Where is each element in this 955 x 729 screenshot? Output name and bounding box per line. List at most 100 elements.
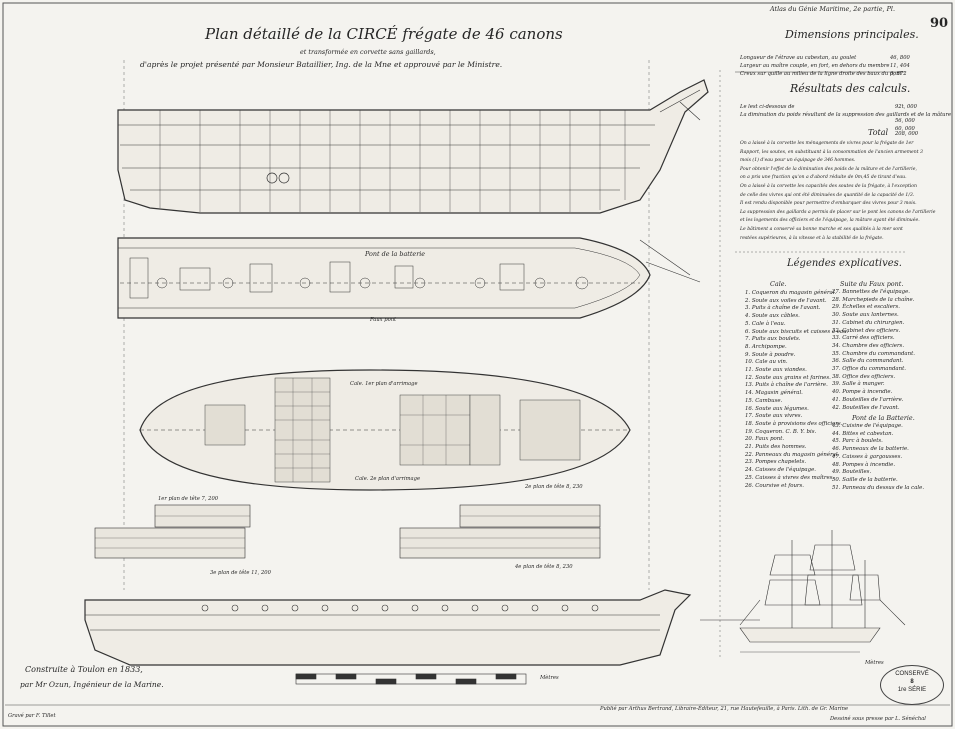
legend-item: 46. Panneaux de la batterie. [832,446,909,453]
dimension-value: 46, 800 [890,55,910,61]
battery-deck-plan [117,237,701,319]
results-note-line: Le bâtiment a conservé sa bonne marche e… [740,226,903,232]
legend-item: 40. Pompe à incendie. [832,389,893,396]
sail-plan [700,530,906,653]
legend-item: 16. Soute aux légumes. [745,405,809,412]
legend-item: 2. Soute aux voiles de l'avant. [745,297,827,304]
results-note-line: on a pris une fraction qu'on a d'abord r… [740,175,907,181]
dimension-value: 6, 872 [890,71,907,77]
results-note-line: On a laissé à la corvette les ménagement… [740,141,914,146]
dimensions-heading: Dimensions principales. [785,28,919,41]
total-label: Total [868,128,889,137]
total-value: 208, 000 [895,131,919,137]
label-section-1: 1er plan de tête 7, 200 [158,496,219,502]
legend-faux-pont-heading: Suite du Faux pont. [840,280,904,288]
library-stamp: CONSERVÉ 8 1re SÉRIE [880,665,944,705]
result-value: 92t, 000 [895,104,917,110]
legend-item: 14. Magasin général. [745,390,803,397]
plate-subtitle: et transformée en corvette sans gaillard… [300,48,436,56]
engraver-credit: Gravé par F. Tillet [8,713,56,719]
legend-item: 27. Bannettes de l'équipage. [832,289,911,295]
sail-scale-label: Mètres [865,660,884,666]
plate-subtitle-2: d'après le projet présenté par Monsieur … [140,60,503,69]
legend-batterie-list: 43. Cuisine de l'équipage.44. Bittes et … [832,423,924,492]
legend-item: 38. Office des officiers. [832,373,896,380]
result-label: La diminution du poids résultant de la s… [740,112,952,118]
legend-item: 4. Soute aux câbles. [745,313,800,320]
legend-item: 8. Archipompe. [745,343,787,350]
legend-cale-list: 1. Coqueron du magasin général.2. Soute … [745,290,848,490]
label-section-2: 2e plan de tête 8, 230 [525,484,583,490]
legend-item: 13. Puits à chaîne de l'arrière. [745,382,828,389]
legend-item: 36. Salle du commandant. [832,358,904,365]
dimension-label: Creux sur quille au milieu de la ligne d… [740,71,902,77]
legend-item: 30. Soute aux lanternes. [832,312,899,319]
longitudinal-section [117,79,709,214]
legend-item: 35. Chambre du commandant. [832,350,915,357]
legend-item: 47. Caisses à gargousses. [832,453,903,460]
results-note-line: mois (1) d'eau pour un équipage de 346 h… [740,158,856,164]
legend-item: 15. Cambuse. [745,397,783,404]
results-note-line: de celle des vivres qui ont été diminuée… [740,192,915,198]
legend-item: 32. Cabinet des officiers. [832,327,901,334]
label-batterie-deck: Pont de la batterie [365,250,426,258]
legend-item: 26. Coursive et fours. [745,482,804,489]
result-value: 56, 000 [895,118,915,124]
results-note-line: La suppression des gaillards a permis de… [740,209,936,215]
legend-item: 12. Soute aux grains et farines. [745,374,831,381]
result-label: Le lest ci-dessous de [740,104,795,110]
legend-item: 5. Cale à l'eau. [745,320,786,327]
dimension-label: Longueur de l'étrave au cabestan, au gou… [740,55,857,61]
results-note-line: et les logements des officiers et de l'é… [740,218,920,224]
label-section-4: 4e plan de tête 8, 230 [515,564,573,570]
legend-item: 20. Faux pont. [745,436,785,443]
legend-item: 49. Bouteilles. [832,469,872,476]
legend-item: 51. Panneau du dessus de la cale. [832,484,925,491]
legend-item: 50. Saille de la batterie. [832,476,898,483]
label-faux-pont: Faux pont [370,317,397,323]
legend-item: 3. Puits à chaîne de l'avant. [745,305,821,312]
legend-item: 18. Soute à provisions des officiers. [745,420,843,427]
legend-item: 48. Pompes à incendie. [832,461,896,468]
legend-item: 1. Coqueron du magasin général. [745,290,837,296]
legend-item: 9. Soute à poudre. [745,351,796,358]
label-cale-lower: Cale. 2e plan d'arrimage [355,476,421,482]
results-heading: Résultats des calculs. [790,82,911,95]
legend-batterie-heading: Pont de la Batterie. [852,414,915,422]
legend-item: 33. Carré des officiers. [832,335,895,342]
legend-item: 44. Bittes et cabestan. [832,430,894,437]
legend-item: 42. Bouteilles de l'avant. [832,404,900,411]
legend-item: 45. Parc à boulets. [832,438,883,445]
hold-plan [139,369,631,491]
results-note-line: restées supérieures, à la vitesse et à l… [740,235,884,241]
stamp-line-3: 1re SÉRIE [897,687,927,693]
legend-item: 37. Office du commandant. [832,366,906,373]
legend-faux-pont-list: 27. Bannettes de l'équipage.28. Marchepi… [832,289,915,412]
legend-item: 19. Coqueron. C. B. Y. bis. [745,428,817,435]
publisher-credit: Publié par Arthus Bertrand, Libraire-Édi… [600,706,849,712]
legend-item: 22. Panneaux du magasin général. [745,451,840,458]
atlas-reference: Atlas du Génie Maritime, 2e partie, Pl. [770,5,895,13]
stamp-line-1: CONSERVÉ [895,671,929,677]
legend-item: 25. Caisses à vivres des maîtres. [745,474,835,481]
construction-author: par Mr Ozun, Ingénieur de la Marine. [20,680,164,689]
plate-number: 90 [930,16,949,31]
legend-item: 23. Pompes chapelets. [745,459,807,466]
legend-item: 24. Caisses de l'équipage. [745,467,816,474]
plate-title: Plan détaillé de la CIRCÉ frégate de 46 … [205,25,563,43]
legend-item: 10. Cale au vin. [745,359,788,366]
label-cale-upper: Cale. 1er plan d'arrimage [350,381,418,387]
legend-item: 17. Soute aux vivres. [745,413,803,420]
scale-bar [295,673,527,685]
legend-item: 11. Soute aux viandes. [745,367,807,374]
dimension-value: 11, 404 [890,63,910,69]
dimension-label: Largeur au maître couple, en fort, en de… [740,63,890,69]
legend-item: 21. Puits des hommes. [745,444,807,451]
results-note-line: Il est rendu disponible pour permettre d… [740,201,917,207]
external-profile [84,589,692,666]
legend-item: 7. Puits aux boulets. [745,336,801,343]
results-notes: On a laissé à la corvette les ménagement… [740,140,936,243]
legend-item: 6. Soute aux biscuits et caisses à eau. [745,328,849,335]
